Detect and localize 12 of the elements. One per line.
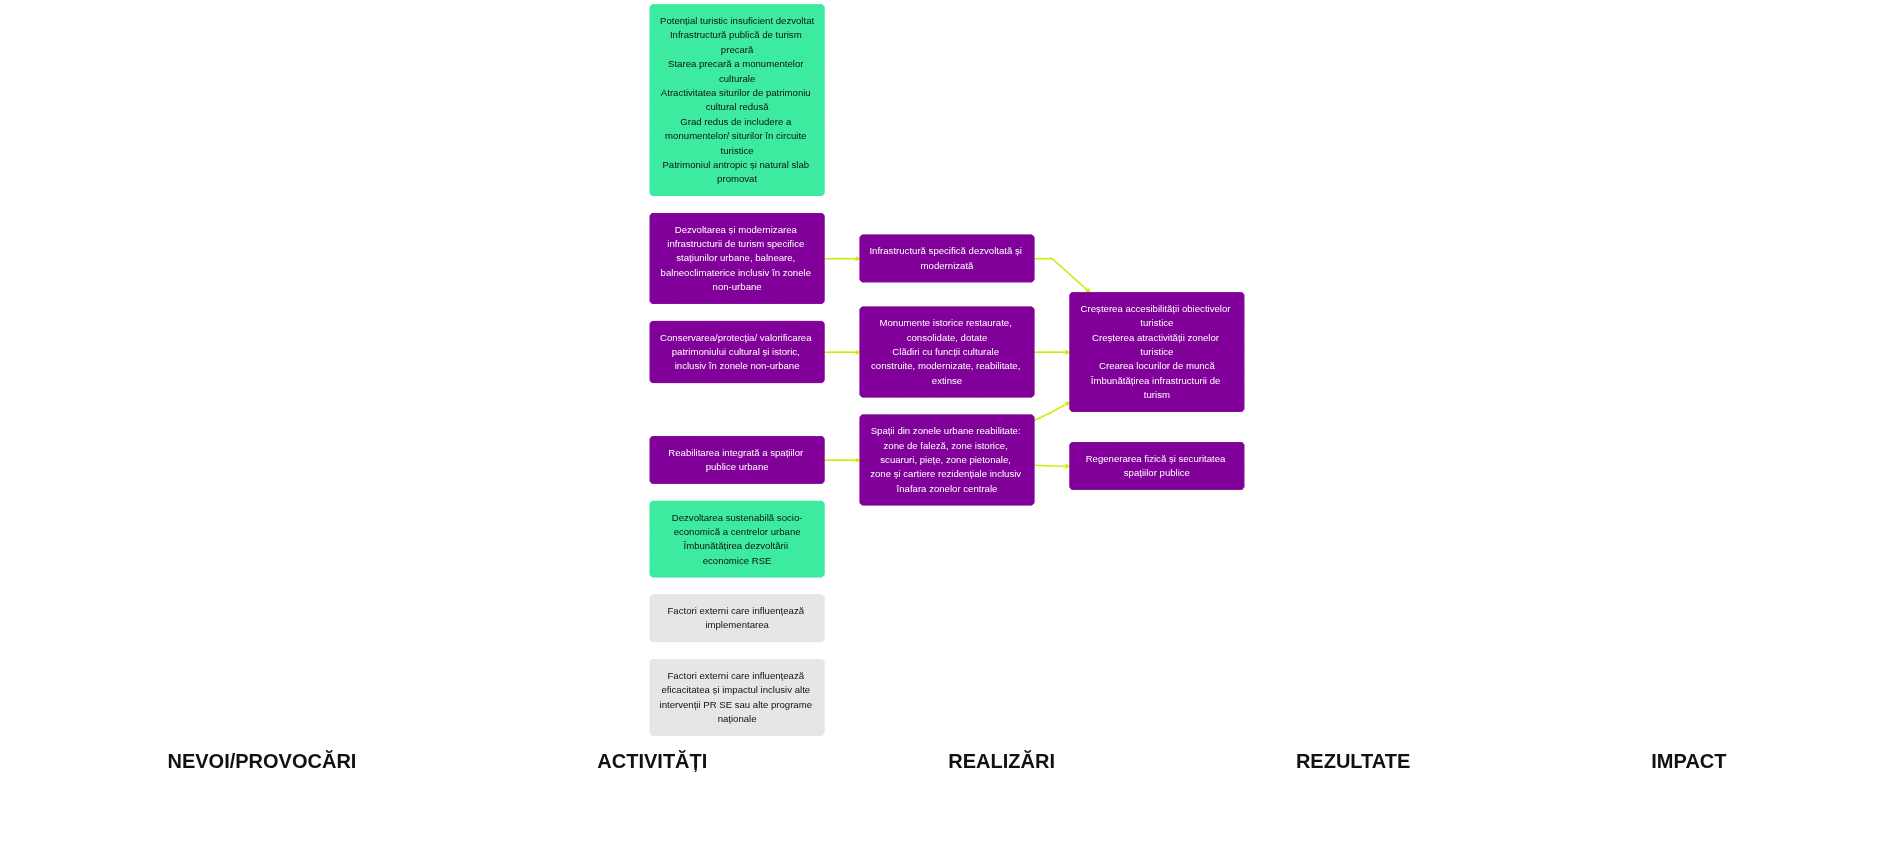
- arrow: [823, 457, 861, 463]
- column-heading: NEVOI/PROVOCĂRI: [167, 750, 357, 773]
- arrow: [1033, 349, 1071, 355]
- column-heading: REZULTATE: [1295, 750, 1411, 773]
- column-heading: REALIZĂRI: [948, 750, 1055, 773]
- column-heading: IMPACT: [1651, 750, 1727, 773]
- arrow: [823, 349, 861, 355]
- arrow: [823, 256, 861, 262]
- column-heading: ACTIVITĂȚI: [597, 750, 708, 773]
- arrow: [1033, 401, 1071, 422]
- arrow: [1033, 257, 1091, 294]
- arrow: [1033, 463, 1071, 469]
